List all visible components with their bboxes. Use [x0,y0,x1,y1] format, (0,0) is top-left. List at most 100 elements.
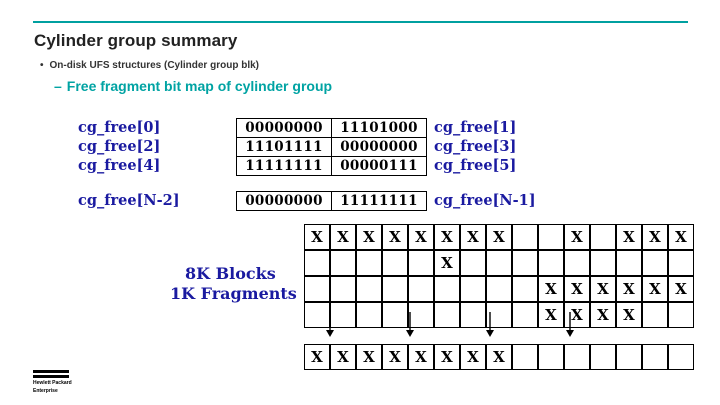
logo-text-line2: Enterprise [33,388,58,394]
fragment-cell-top-r3-c8 [512,302,538,328]
fragment-cell-top-r1-c9 [538,250,564,276]
fragment-cell-bottom-c2: X [356,344,382,370]
fragment-cell-top-r1-c4 [408,250,434,276]
fragment-cell-top-r0-c3: X [382,224,408,250]
fragment-cell-top-r2-c11: X [590,276,616,302]
fragment-cell-top-r0-c9 [538,224,564,250]
fragment-cell-bottom-c6: X [460,344,486,370]
fragment-cell-top-r2-c1 [330,276,356,302]
fragment-cell-top-r1-c2 [356,250,382,276]
fragment-cell-top-r3-c13 [642,302,668,328]
fragment-cell-top-r2-c4 [408,276,434,302]
fragment-cell-top-r0-c5: X [434,224,460,250]
fragment-cell-top-r3-c12: X [616,302,642,328]
fragment-cell-bottom-c9 [538,344,564,370]
cg-free-label-right-1: cg_free[3] [434,138,517,155]
fragment-cell-top-r1-c6 [460,250,486,276]
fragment-cell-top-r3-c4 [408,302,434,328]
bitmap-cell-r3c0: 00000000 [236,191,332,211]
fragment-cell-top-r0-c1: X [330,224,356,250]
logo-bar-1 [33,370,69,373]
arrow-group [326,312,574,337]
fragment-cell-top-r2-c0 [304,276,330,302]
fragment-cell-top-r1-c8 [512,250,538,276]
fragment-cell-top-r3-c11: X [590,302,616,328]
cg-free-label-right-2: cg_free[5] [434,157,517,174]
fragment-cell-top-r3-c3 [382,302,408,328]
fragment-cell-top-r1-c5: X [434,250,460,276]
bitmap-cell-r3c1: 11111111 [331,191,427,211]
caption-8k-blocks: 8K Blocks [185,264,276,283]
fragment-cell-top-r3-c2 [356,302,382,328]
cg-free-label-left-3: cg_free[N-2] [78,192,180,209]
fragment-cell-top-r1-c14 [668,250,694,276]
fragment-cell-top-r0-c6: X [460,224,486,250]
caption-1k-fragments: 1K Fragments [170,284,297,303]
bitmap-cell-r0c0: 00000000 [236,118,332,138]
cg-free-label-left-2: cg_free[4] [78,157,161,174]
fragment-cell-bottom-c7: X [486,344,512,370]
fragment-cell-bottom-c10 [564,344,590,370]
fragment-cell-top-r1-c1 [330,250,356,276]
fragment-cell-bottom-c3: X [382,344,408,370]
fragment-cell-top-r2-c9: X [538,276,564,302]
fragment-cell-top-r2-c12: X [616,276,642,302]
fragment-cell-bottom-c5: X [434,344,460,370]
fragment-cell-bottom-c8 [512,344,538,370]
fragment-cell-top-r3-c10: X [564,302,590,328]
fragment-cell-top-r1-c7 [486,250,512,276]
fragment-cell-bottom-c0: X [304,344,330,370]
fragment-cell-top-r3-c1 [330,302,356,328]
fragment-cell-top-r1-c0 [304,250,330,276]
fragment-cell-top-r2-c6 [460,276,486,302]
cg-free-label-right-0: cg_free[1] [434,119,517,136]
fragment-cell-top-r3-c9: X [538,302,564,328]
dash-marker-icon: – [54,78,62,94]
bullet-level-1: • On-disk UFS structures (Cylinder group… [40,60,259,71]
fragment-cell-top-r1-c11 [590,250,616,276]
fragment-cell-top-r2-c13: X [642,276,668,302]
fragment-cell-bottom-c12 [616,344,642,370]
bitmap-cell-r1c1: 00000000 [331,137,427,157]
fragment-cell-top-r1-c3 [382,250,408,276]
fragment-cell-top-r2-c8 [512,276,538,302]
fragment-cell-bottom-c4: X [408,344,434,370]
fragment-cell-top-r3-c6 [460,302,486,328]
fragment-cell-top-r2-c10: X [564,276,590,302]
fragment-cell-top-r0-c14: X [668,224,694,250]
fragment-cell-top-r3-c14 [668,302,694,328]
fragment-cell-bottom-c13 [642,344,668,370]
fragment-cell-top-r1-c12 [616,250,642,276]
fragment-cell-top-r0-c8 [512,224,538,250]
bitmap-cell-r1c0: 11101111 [236,137,332,157]
fragment-cell-bottom-c11 [590,344,616,370]
fragment-cell-top-r0-c2: X [356,224,382,250]
logo-text-line1: Hewlett Packard [33,380,72,386]
bitmap-cell-r0c1: 11101000 [331,118,427,138]
title-divider [33,21,688,23]
hpe-logo: Hewlett Packard Enterprise [33,370,72,394]
fragment-cell-top-r0-c12: X [616,224,642,250]
fragment-cell-top-r2-c7 [486,276,512,302]
fragment-cell-top-r1-c13 [642,250,668,276]
fragment-cell-top-r1-c10 [564,250,590,276]
fragment-cell-top-r0-c10: X [564,224,590,250]
fragment-cell-top-r0-c4: X [408,224,434,250]
fragment-cell-top-r2-c14: X [668,276,694,302]
cg-free-label-left-0: cg_free[0] [78,119,161,136]
fragment-cell-top-r0-c11 [590,224,616,250]
fragment-cell-bottom-c14 [668,344,694,370]
fragment-cell-top-r0-c13: X [642,224,668,250]
cg-free-label-left-1: cg_free[2] [78,138,161,155]
bullet-level-2: – Free fragment bit map of cylinder grou… [54,78,332,94]
fragment-cell-top-r2-c2 [356,276,382,302]
fragment-cell-top-r2-c3 [382,276,408,302]
bullet-level-1-label: On-disk UFS structures (Cylinder group b… [49,60,259,71]
fragment-cell-top-r2-c5 [434,276,460,302]
fragment-cell-top-r0-c0: X [304,224,330,250]
page-title: Cylinder group summary [34,31,238,50]
logo-bar-2 [33,375,69,378]
fragment-cell-bottom-c1: X [330,344,356,370]
fragment-cell-top-r3-c5 [434,302,460,328]
